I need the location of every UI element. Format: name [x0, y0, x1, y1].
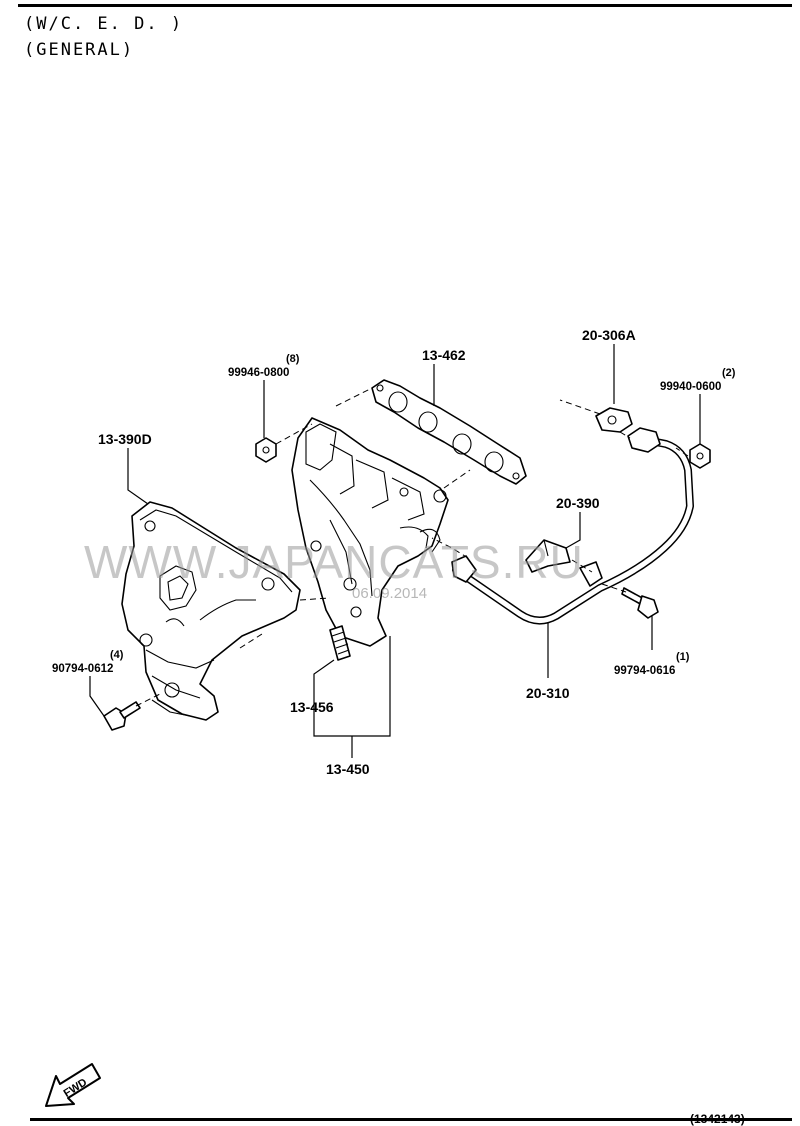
label-99794-0616: 99794-0616: [614, 665, 675, 677]
watermark-site: WWW.JAPANCATS.RU: [84, 536, 584, 588]
leader-lines: [89, 344, 701, 758]
assembly-dashed-lines: [135, 387, 689, 707]
label-20-310: 20-310: [526, 685, 570, 701]
label-13-456: 13-456: [290, 699, 334, 715]
label-13-462: 13-462: [422, 347, 466, 363]
gasket-illustration: [371, 379, 527, 485]
qty-90794: (4): [110, 649, 124, 661]
footer-code: (1342143): [690, 1112, 745, 1126]
watermark-date: 06.09.2014: [352, 585, 427, 602]
label-20-390: 20-390: [556, 495, 600, 511]
nut-99946-illustration: [255, 437, 277, 463]
qty-99940: (2): [722, 367, 736, 379]
heat-shield-illustration: [121, 501, 301, 721]
qty-99794: (1): [676, 651, 690, 663]
egr-pipe-illustration: [451, 427, 695, 625]
header-line-wced: (W/C. E. D. ): [24, 14, 184, 34]
bottom-rule: [30, 1118, 792, 1121]
pipe-bracket-illustration: [525, 539, 571, 573]
top-rule: [18, 4, 792, 7]
stud-illustration: [329, 625, 351, 661]
exhaust-manifold-illustration: [291, 417, 449, 647]
header-line-general: (GENERAL): [24, 40, 135, 60]
label-13-450: 13-450: [326, 761, 370, 777]
bolt-90794-illustration: [103, 701, 141, 731]
pipe-gasket-illustration: [595, 407, 633, 433]
label-99940-0600: 99940-0600: [660, 381, 721, 393]
qty-99946: (8): [286, 353, 300, 365]
nut-99940-illustration: [689, 443, 711, 469]
label-90794-0612: 90794-0612: [52, 663, 113, 675]
fwd-arrow-icon: FWD: [45, 1063, 101, 1107]
label-99946-0800: 99946-0800: [228, 367, 289, 379]
label-20-306a: 20-306A: [582, 327, 636, 343]
label-13-390d: 13-390D: [98, 431, 152, 447]
bolt-99794-illustration: [621, 587, 659, 619]
